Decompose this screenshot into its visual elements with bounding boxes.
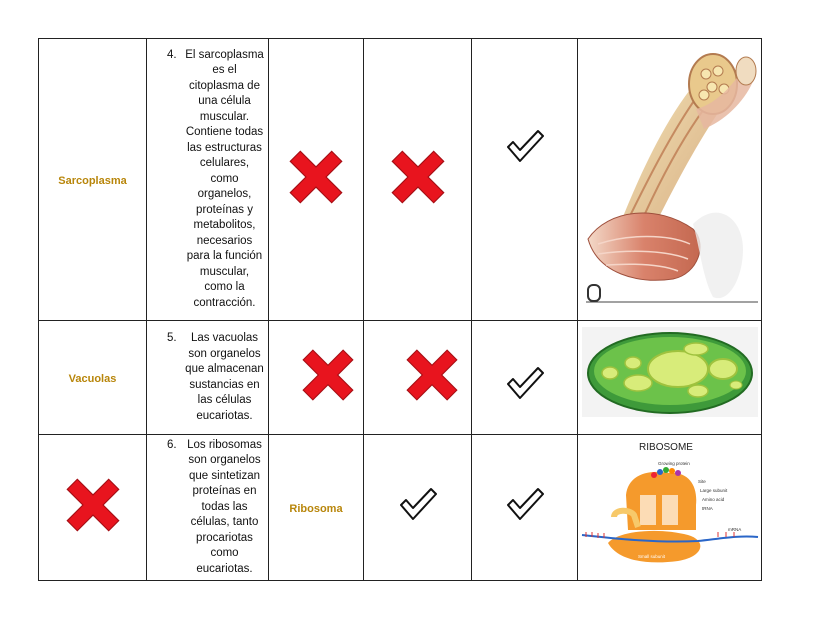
item-number: 4. <box>167 48 177 61</box>
mark-cell <box>268 38 364 321</box>
image-cell <box>577 320 762 435</box>
vacuole-cell-illustration <box>582 327 758 417</box>
mark-cell <box>268 320 364 435</box>
description-text: Los ribosomas son organelos que sintetiz… <box>187 438 262 575</box>
description-cell: 4. El sarcoplasma es el citoplasma de un… <box>146 38 269 321</box>
term-cell: Ribosoma <box>268 434 364 581</box>
cross-icon <box>302 349 354 401</box>
description-text: El sarcoplasma es el citoplasma de una c… <box>185 48 264 309</box>
label-trna: tRNA <box>702 506 713 511</box>
mark-cell <box>471 38 578 321</box>
mark-cell <box>363 38 472 321</box>
concept-table: Sarcoplasma 4. El sarcoplasma es el cito… <box>38 38 762 581</box>
cross-icon <box>289 150 343 204</box>
mark-cell <box>471 320 578 435</box>
label-small-subunit: Small subunit <box>638 554 666 559</box>
term-label: Vacuolas <box>68 372 117 385</box>
check-icon <box>506 488 544 520</box>
mark-cell <box>363 320 472 435</box>
term-cell: Sarcoplasma <box>38 38 147 321</box>
label-growing-protein: Growing protein <box>658 461 690 466</box>
label-site: Site <box>698 479 706 484</box>
item-number: 6. <box>167 438 177 451</box>
image-cell <box>577 38 762 321</box>
cross-icon <box>390 150 445 204</box>
item-number: 5. <box>167 332 177 344</box>
check-icon <box>399 488 437 520</box>
table-row: 6. Los ribosomas son organelos que sinte… <box>38 434 762 581</box>
ribosome-diagram: RIBOSOME <box>581 442 759 563</box>
cross-icon <box>405 349 458 401</box>
description-cell: 5. Las vacuolas son organelos que almace… <box>146 320 269 435</box>
cross-icon <box>65 478 120 532</box>
label-amino-acid: Amino acid <box>702 497 725 502</box>
label-mrna: mRNA <box>728 527 741 532</box>
muscle-fiber-illustration <box>586 53 758 303</box>
table-row: Vacuolas 5. Las vacuolas son organelos q… <box>38 320 762 435</box>
table-row: Sarcoplasma 4. El sarcoplasma es el cito… <box>38 38 762 321</box>
term-label: Sarcoplasma <box>58 174 127 187</box>
check-icon <box>506 367 544 399</box>
image-cell: RIBOSOME <box>577 434 762 581</box>
mark-cell <box>38 434 147 581</box>
check-icon <box>506 130 544 162</box>
mark-cell <box>363 434 472 581</box>
ribosome-title: RIBOSOME <box>639 442 693 453</box>
description-text: Las vacuolas son organelos que almacenan… <box>185 332 264 422</box>
label-large-subunit: Large subunit <box>700 488 728 493</box>
description-cell: 6. Los ribosomas son organelos que sinte… <box>146 434 269 581</box>
term-cell: Vacuolas <box>38 320 147 435</box>
term-label: Ribosoma <box>289 502 343 515</box>
mark-cell <box>471 434 578 581</box>
